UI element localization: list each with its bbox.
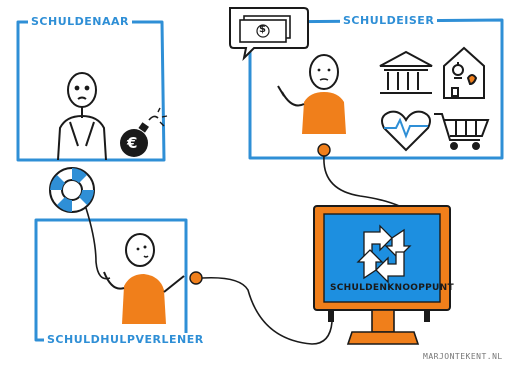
counselor-panel-title: SCHULDHULPVERLENER bbox=[44, 333, 207, 346]
bomb-icon bbox=[120, 107, 168, 157]
health-heart-icon bbox=[381, 110, 431, 152]
monitor bbox=[313, 205, 451, 345]
creditor-person bbox=[277, 54, 346, 134]
artist-credit: MARJONTEKENT.NL bbox=[423, 352, 503, 361]
shopping-cart-icon bbox=[434, 113, 490, 150]
creditor-panel-title: SCHULDEISER bbox=[340, 14, 438, 27]
counselor-cable bbox=[189, 271, 333, 345]
lifebuoy-icon bbox=[49, 167, 111, 280]
monitor-label: SCHULDENKNOOPPUNT bbox=[330, 283, 454, 293]
house-icon bbox=[443, 46, 485, 99]
counselor-person bbox=[103, 233, 185, 324]
debtor-person bbox=[57, 72, 107, 161]
money-bubble-icon bbox=[229, 7, 309, 62]
bill-symbol: $ bbox=[259, 24, 266, 35]
euro-symbol: € bbox=[127, 134, 138, 152]
bank-icon bbox=[379, 50, 433, 94]
debtor-panel-title: SCHULDENAAR bbox=[28, 15, 132, 28]
network-arrows-icon bbox=[356, 224, 412, 284]
